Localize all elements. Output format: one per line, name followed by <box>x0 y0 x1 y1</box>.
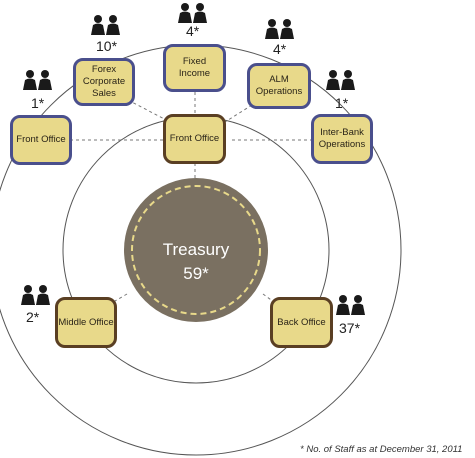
people-icon <box>265 19 294 39</box>
middle-office-count: 2* <box>26 309 40 325</box>
middle-office-label: Middle Office <box>58 316 114 328</box>
forex-label: Forex Corporate Sales <box>82 64 126 99</box>
interbank-count: 1* <box>335 95 349 111</box>
alm-operations-box: ALM Operations <box>247 63 311 109</box>
people-icon <box>178 3 207 23</box>
back-office-label: Back Office <box>277 316 326 328</box>
treasury-title: Treasury <box>162 240 230 259</box>
people-icon <box>91 15 120 35</box>
people-icon <box>21 285 50 305</box>
front-office-left-count: 1* <box>31 95 45 111</box>
forex-count: 10* <box>96 38 118 54</box>
alm-label: ALM Operations <box>255 74 303 97</box>
treasury-count: 59* <box>183 264 209 283</box>
interbank-label: Inter-Bank Operations <box>318 127 366 150</box>
front-office-center-label: Front Office <box>169 133 220 144</box>
people-icon <box>326 70 355 90</box>
front-office-left-label: Front Office <box>16 134 66 145</box>
people-icon <box>336 295 365 315</box>
front-office-left-box: Front Office <box>10 115 72 165</box>
front-office-center-box: Front Office <box>163 114 226 164</box>
back-office-count: 37* <box>339 320 361 336</box>
footnote: * No. of Staff as at December 31, 2011 <box>300 444 463 455</box>
forex-corporate-sales-box: Forex Corporate Sales <box>73 58 135 106</box>
treasury-circle <box>124 178 268 322</box>
middle-office-box: Middle Office <box>55 297 117 348</box>
treasury-dashed-ring <box>131 185 261 315</box>
people-icon <box>23 70 52 90</box>
inter-bank-operations-box: Inter-Bank Operations <box>311 114 373 164</box>
fixed-income-label: Fixed Income <box>178 56 211 79</box>
alm-count: 4* <box>273 41 287 57</box>
fixed-income-box: Fixed Income <box>163 44 226 92</box>
back-office-box: Back Office <box>270 297 333 348</box>
fixed-income-count: 4* <box>186 23 200 39</box>
